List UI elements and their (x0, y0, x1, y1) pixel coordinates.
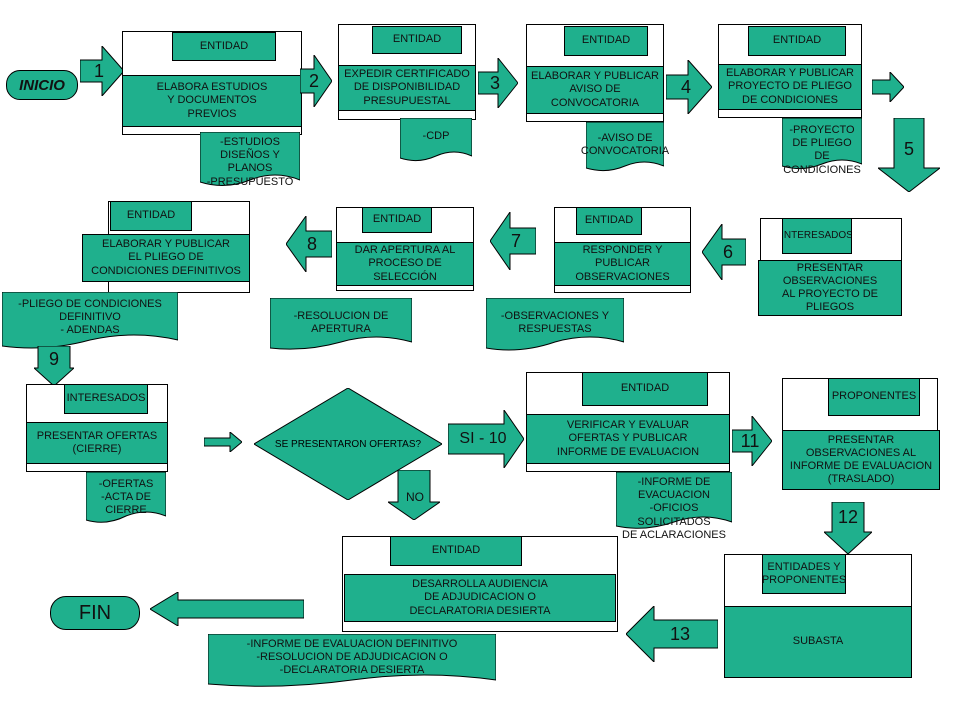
arrow-yes-10: SI - 10 (448, 410, 524, 468)
step-4-tag: ENTIDAD (748, 26, 846, 56)
arrow-step-1: 1 (80, 46, 124, 96)
step-13-tag: ENTIDAD (390, 536, 522, 566)
step-8-document: -PLIEGO DE CONDICIONES DEFINITIVO - ADEN… (2, 292, 178, 352)
decision-diamond: SE PRESENTARON OFERTAS? (254, 388, 442, 500)
step-7-action: DAR APERTURA AL PROCESO DE SELECCIÓN (336, 242, 474, 286)
step-number-6: 6 (722, 241, 733, 262)
step-11-action: PRESENTAR OBSERVACIONES AL INFORME DE EV… (782, 430, 940, 490)
start-label: INICIO (19, 76, 65, 94)
step-10-document: -INFORME DE EVACUACION -OFICIOS SOLICITA… (616, 472, 732, 541)
yes-label: SI - 10 (459, 430, 507, 447)
step-6-document: -OBSERVACIONES Y RESPUESTAS (486, 298, 624, 354)
step-12-action: SUBASTA (724, 606, 912, 678)
step-7-document-text: -RESOLUCION DE APERTURA (293, 310, 389, 336)
step-number-4: 4 (680, 76, 691, 97)
step-9-action: PRESENTAR OFERTAS (CIERRE) (26, 422, 168, 464)
step-5-tag: INTERESADOS (782, 218, 852, 254)
step-number-5: 5 (903, 138, 914, 159)
arrow-step-5: 5 (878, 118, 940, 192)
arrow-step-12: 12 (824, 502, 872, 554)
end-terminal: FIN (50, 596, 140, 630)
step-8-document-text: -PLIEGO DE CONDICIONES DEFINITIVO - ADEN… (18, 298, 162, 337)
step-2-document: -CDP (400, 118, 472, 164)
arrow-step-6: 6 (702, 224, 746, 280)
step-number-12: 12 (837, 506, 859, 527)
end-label: FIN (78, 601, 112, 624)
step-1-tag: ENTIDAD (172, 32, 276, 61)
step-2-document-text: -CDP (422, 130, 450, 142)
step-6-tag: ENTIDAD (576, 207, 642, 235)
start-terminal: INICIO (6, 70, 78, 100)
arrow-step-4: 4 (666, 60, 712, 114)
step-10-action: VERIFICAR Y EVALUAR OFERTAS Y PUBLICAR I… (526, 414, 730, 464)
step-6-document-text: -OBSERVACIONES Y RESPUESTAS (500, 310, 610, 336)
arrow-no: NO (388, 470, 440, 520)
step-9-document: -OFERTAS -ACTA DE CIERRE (86, 472, 166, 526)
step-3-document-text: -AVISO DE CONVOCATORIA (580, 132, 670, 158)
step-8-action: ELABORAR Y PUBLICAR EL PLIEGO DE CONDICI… (82, 234, 250, 282)
step-number-11: 11 (740, 430, 760, 451)
step-1-document: -ESTUDIOS DISEÑOS Y PLANOS -PRESUPUESTO (200, 132, 300, 188)
step-13-document-text: -INFORME DE EVALUACION DEFINITIVO -RESOL… (246, 638, 458, 677)
step-8-tag: ENTIDAD (110, 201, 192, 231)
step-9-document-text: -OFERTAS -ACTA DE CIERRE (98, 478, 154, 517)
arrow-step-11: 11 (732, 416, 772, 466)
step-2-tag: ENTIDAD (372, 26, 462, 54)
step-5-action: PRESENTAR OBSERVACIONES AL PROYECTO DE P… (758, 260, 902, 316)
step-7-tag: ENTIDAD (362, 207, 432, 233)
step-7-document: -RESOLUCION DE APERTURA (270, 298, 412, 352)
arrow-step-4-5 (872, 72, 904, 102)
step-3-tag: ENTIDAD (564, 26, 648, 56)
step-1-action: ELABORA ESTUDIOS Y DOCUMENTOS PREVIOS (122, 75, 302, 127)
step-number-7: 7 (510, 230, 521, 251)
arrow-step-7: 7 (490, 212, 536, 270)
decision-text: SE PRESENTARON OFERTAS? (274, 438, 422, 450)
step-10-tag: ENTIDAD (582, 372, 708, 406)
arrow-step-3: 3 (478, 58, 518, 108)
step-4-document: -PROYECTO DE PLIEGO DE CONDICIONES (782, 118, 862, 176)
step-12-tag: ENTIDADES Y PROPONENTES (762, 554, 846, 594)
step-13-action: DESARROLLA AUDIENCIA DE ADJUDICACION O D… (344, 574, 616, 622)
arrow-step-2: 2 (300, 55, 332, 107)
arrow-step-9: 9 (34, 346, 74, 386)
step-11-tag: PROPONENTES (828, 378, 920, 416)
step-3-document: -AVISO DE CONVOCATORIA (581, 122, 669, 174)
step-number-13: 13 (669, 623, 691, 644)
arrow-to-decision (204, 432, 242, 452)
step-number-8: 8 (306, 233, 317, 254)
step-4-document-text: -PROYECTO DE PLIEGO DE CONDICIONES (783, 124, 861, 176)
step-2-action: EXPEDIR CERTIFICADO DE DISPONIBILIDAD PR… (338, 65, 476, 111)
step-6-action: RESPONDER Y PUBLICAR OBSERVACIONES (554, 242, 691, 286)
step-13-document: -INFORME DE EVALUACION DEFINITIVO -RESOL… (208, 634, 496, 690)
step-number-2: 2 (308, 70, 319, 91)
step-number-9: 9 (48, 348, 59, 369)
step-number-1: 1 (93, 60, 104, 81)
step-1-document-text: -ESTUDIOS DISEÑOS Y PLANOS -PRESUPUESTO (206, 136, 294, 188)
arrow-step-13: 13 (626, 606, 718, 662)
step-3-action: ELABORAR Y PUBLICAR AVISO DE CONVOCATORI… (526, 66, 664, 114)
step-10-document-text: -INFORME DE EVACUACION -OFICIOS SOLICITA… (622, 476, 726, 541)
no-label: NO (406, 490, 424, 504)
arrow-to-fin (150, 592, 304, 626)
step-4-action: ELABORAR Y PUBLICAR PROYECTO DE PLIEGO D… (718, 64, 862, 110)
step-number-3: 3 (489, 72, 500, 93)
arrow-step-8: 8 (286, 216, 332, 272)
step-9-tag: INTERESADOS (64, 384, 148, 414)
